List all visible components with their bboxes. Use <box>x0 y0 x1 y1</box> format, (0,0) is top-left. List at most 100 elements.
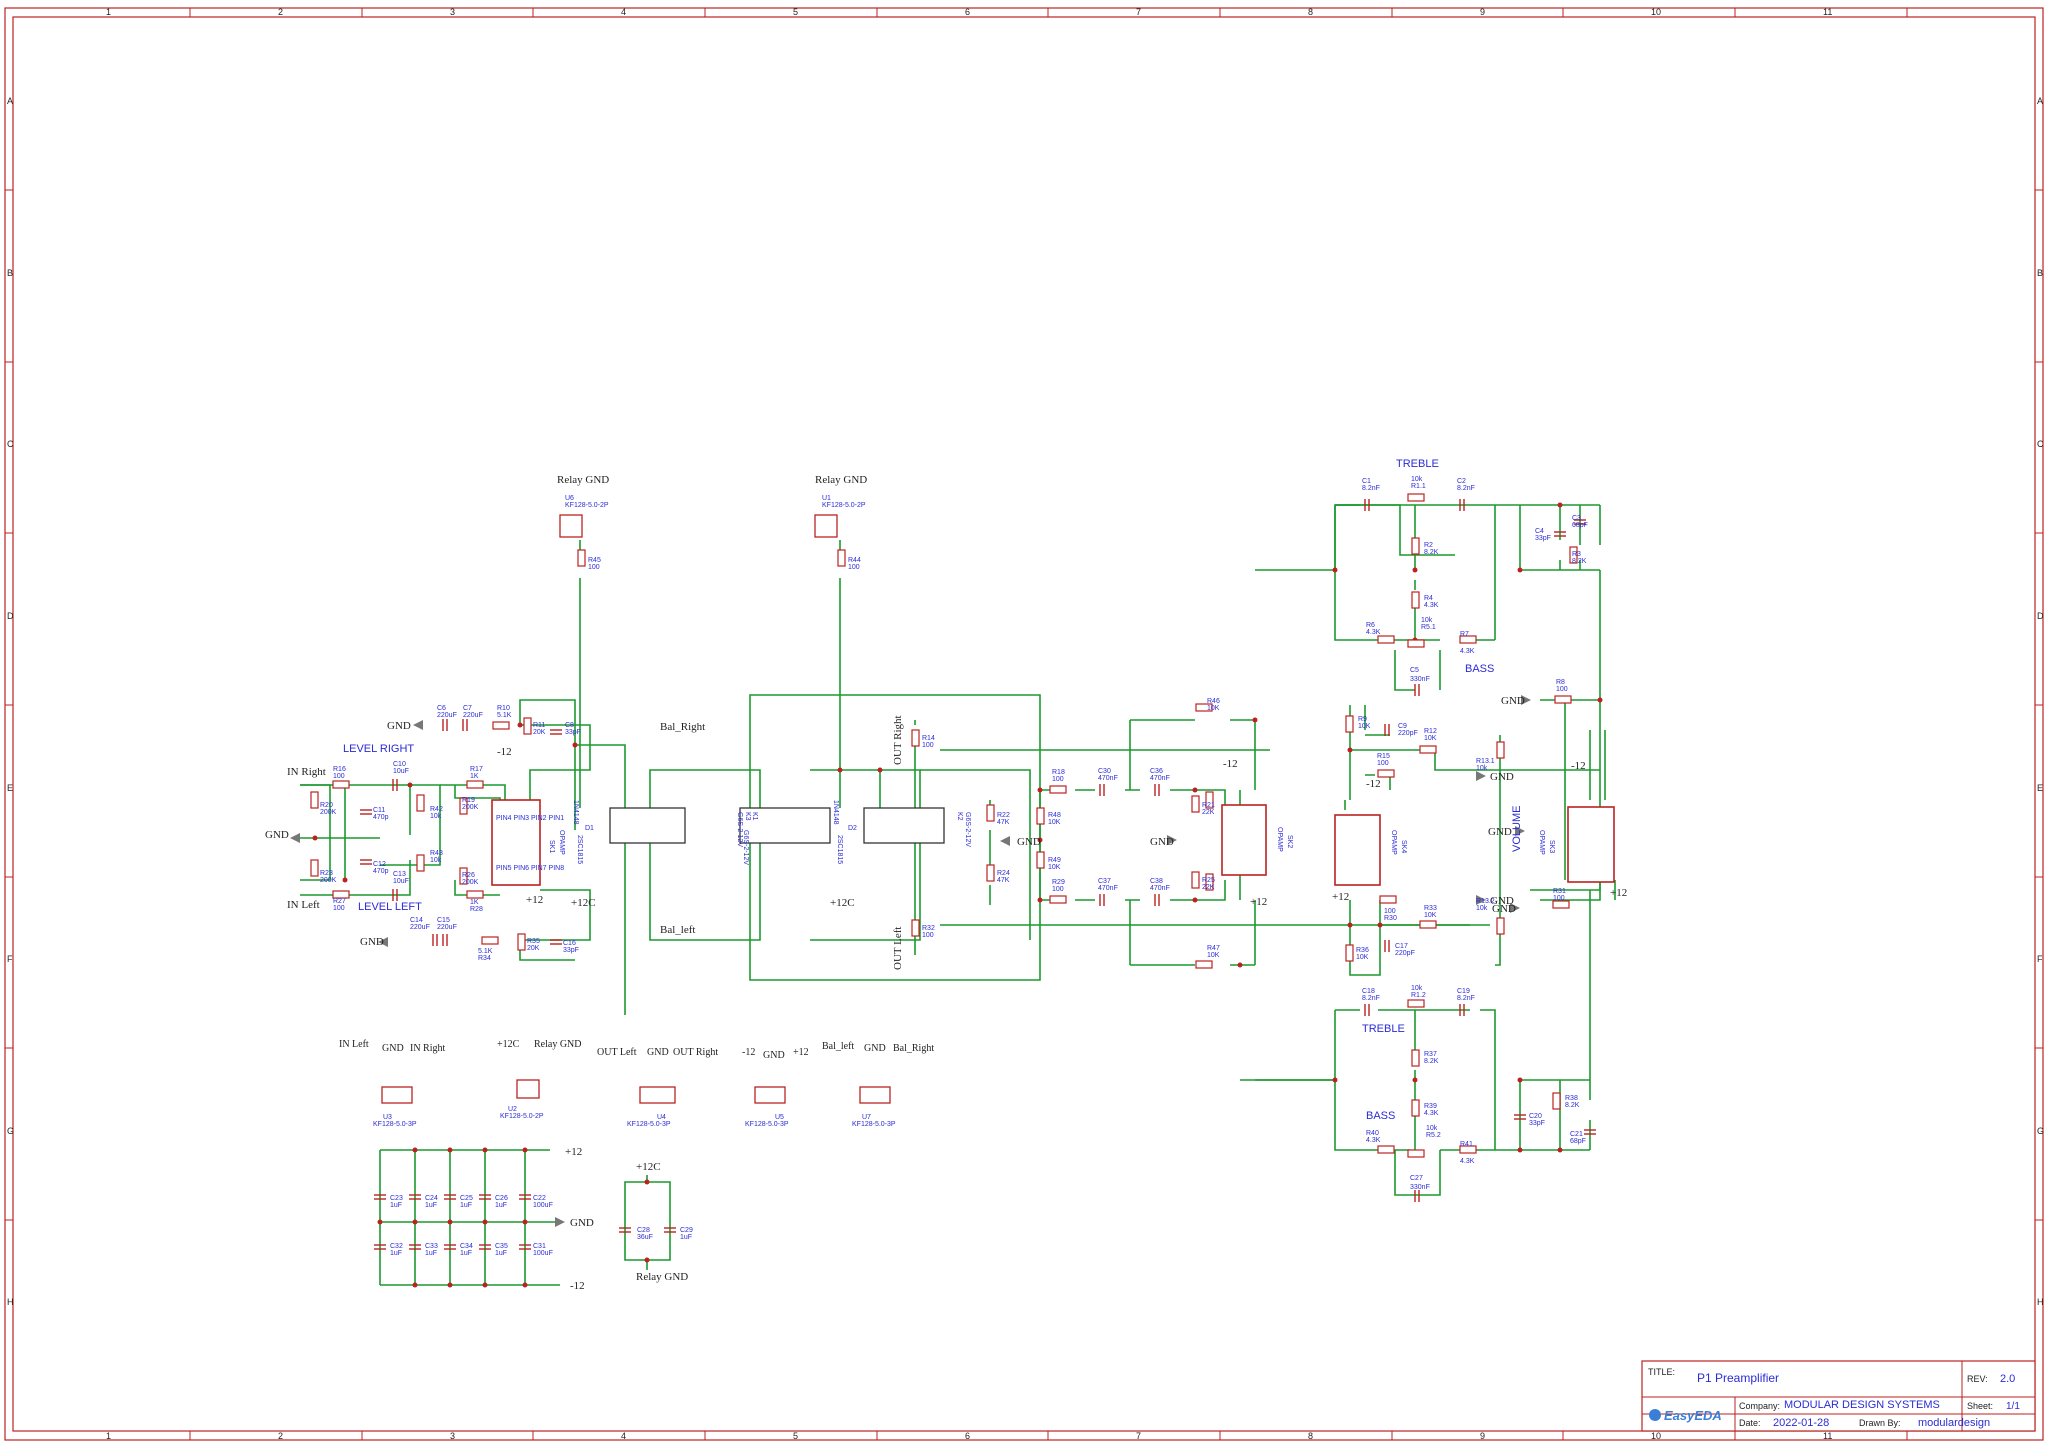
svg-text:C38: C38 <box>1150 878 1163 885</box>
svg-text:6: 6 <box>965 1431 970 1441</box>
svg-text:1uF: 1uF <box>425 1202 437 1209</box>
svg-text:10K: 10K <box>1356 954 1369 961</box>
svg-text:10k: 10k <box>1426 1125 1438 1132</box>
svg-text:8.2nF: 8.2nF <box>1362 485 1380 492</box>
svg-text:U1: U1 <box>822 495 831 502</box>
svg-text:R13.1: R13.1 <box>1476 758 1495 765</box>
svg-text:C24: C24 <box>425 1195 438 1202</box>
svg-text:C3: C3 <box>1572 515 1581 522</box>
svg-text:R1.2: R1.2 <box>1411 992 1426 999</box>
svg-text:100: 100 <box>922 742 934 749</box>
svg-text:G6S-2-12V: G6S-2-12V <box>736 812 743 847</box>
svg-text:GND: GND <box>763 1050 785 1061</box>
svg-text:5.1K: 5.1K <box>478 948 493 955</box>
svg-text:R37: R37 <box>1424 1051 1437 1058</box>
svg-text:GND: GND <box>1488 826 1512 838</box>
svg-text:1N4148: 1N4148 <box>832 800 839 825</box>
svg-text:4: 4 <box>621 1431 626 1441</box>
title-value: P1 Preamplifier <box>1697 1371 1779 1385</box>
svg-text:Bal_Right: Bal_Right <box>893 1043 934 1054</box>
svg-text:KF128-5.0-3P: KF128-5.0-3P <box>745 1121 789 1128</box>
resistor-symbols <box>310 537 1578 1154</box>
svg-text:47K: 47K <box>997 819 1010 826</box>
svg-text:R35: R35 <box>527 938 540 945</box>
svg-text:GND: GND <box>1017 836 1041 848</box>
svg-text:Bal_left: Bal_left <box>660 924 695 936</box>
svg-text:R36: R36 <box>1356 947 1369 954</box>
svg-text:GND: GND <box>360 936 384 948</box>
svg-text:22K: 22K <box>1202 884 1215 891</box>
svg-text:KF128-5.0-2P: KF128-5.0-2P <box>500 1113 544 1120</box>
svg-text:C22: C22 <box>533 1195 546 1202</box>
drawn-label: Drawn By: <box>1859 1418 1901 1428</box>
svg-text:GND: GND <box>864 1043 886 1054</box>
svg-text:100: 100 <box>333 905 345 912</box>
svg-text:10K: 10K <box>1424 735 1437 742</box>
svg-text:U7: U7 <box>862 1114 871 1121</box>
svg-text:D1: D1 <box>585 825 594 832</box>
svg-text:H: H <box>7 1297 14 1307</box>
svg-text:C37: C37 <box>1098 878 1111 885</box>
svg-text:KF128-5.0-3P: KF128-5.0-3P <box>627 1121 671 1128</box>
svg-text:R27: R27 <box>333 898 346 905</box>
svg-text:B: B <box>7 268 13 278</box>
svg-text:IN Left: IN Left <box>339 1039 369 1050</box>
svg-text:10: 10 <box>1651 1431 1661 1441</box>
svg-text:LEVEL RIGHT: LEVEL RIGHT <box>343 743 414 755</box>
svg-text:C5: C5 <box>1410 667 1419 674</box>
svg-text:B: B <box>2037 268 2043 278</box>
svg-text:C10: C10 <box>393 761 406 768</box>
svg-text:K3: K3 <box>744 812 751 821</box>
svg-text:R16: R16 <box>333 766 346 773</box>
svg-text:4.3K: 4.3K <box>1366 1137 1381 1144</box>
svg-text:C16: C16 <box>563 940 576 947</box>
svg-text:R43: R43 <box>430 850 443 857</box>
rev-label: REV: <box>1967 1374 1988 1384</box>
easyeda-logo: EasyEDA <box>1649 1408 1722 1423</box>
svg-text:R5.1: R5.1 <box>1421 624 1436 631</box>
svg-text:1N4148: 1N4148 <box>572 800 579 825</box>
svg-text:R44: R44 <box>848 557 861 564</box>
svg-text:1uF: 1uF <box>680 1234 692 1241</box>
svg-text:GND: GND <box>387 720 411 732</box>
svg-text:1: 1 <box>106 7 111 17</box>
svg-text:R49: R49 <box>1048 857 1061 864</box>
svg-text:11: 11 <box>1823 7 1832 17</box>
svg-text:+12C: +12C <box>497 1039 520 1050</box>
svg-text:A: A <box>7 96 13 106</box>
title-label: TITLE: <box>1648 1367 1675 1377</box>
svg-text:C30: C30 <box>1098 768 1111 775</box>
svg-text:1uF: 1uF <box>495 1250 507 1257</box>
title-block: TITLE: P1 Preamplifier REV: 2.0 Company:… <box>1641 1360 2036 1432</box>
svg-text:GND: GND <box>1150 836 1174 848</box>
svg-text:2SC1815: 2SC1815 <box>836 835 843 864</box>
svg-text:C25: C25 <box>460 1195 473 1202</box>
sheet-value: 1/1 <box>2006 1401 2020 1412</box>
connector-symbols <box>381 514 891 1104</box>
svg-text:-12: -12 <box>1223 758 1238 770</box>
svg-text:Bal_Right: Bal_Right <box>660 721 705 733</box>
svg-text:7: 7 <box>1136 7 1141 17</box>
svg-text:C20: C20 <box>1529 1113 1542 1120</box>
svg-text:Relay GND: Relay GND <box>557 474 609 486</box>
svg-text:SK2: SK2 <box>1286 835 1293 848</box>
svg-text:C2: C2 <box>1457 478 1466 485</box>
svg-text:TREBLE: TREBLE <box>1396 458 1439 470</box>
svg-text:R33: R33 <box>1424 905 1437 912</box>
svg-text:4.3K: 4.3K <box>1460 648 1475 655</box>
svg-text:SK3: SK3 <box>1548 840 1555 853</box>
svg-text:OUT Right: OUT Right <box>673 1047 718 1058</box>
svg-text:D: D <box>2037 611 2044 621</box>
svg-text:G: G <box>2037 1126 2044 1136</box>
svg-text:+12: +12 <box>793 1047 809 1058</box>
svg-text:GND: GND <box>1492 903 1516 915</box>
svg-text:C7: C7 <box>463 705 472 712</box>
svg-text:BASS: BASS <box>1465 663 1494 675</box>
svg-text:GND: GND <box>265 829 289 841</box>
svg-text:C11: C11 <box>373 807 385 814</box>
svg-text:U2: U2 <box>508 1106 517 1113</box>
svg-text:C4: C4 <box>1535 528 1544 535</box>
svg-text:G: G <box>7 1126 14 1136</box>
svg-text:U4: U4 <box>657 1114 666 1121</box>
